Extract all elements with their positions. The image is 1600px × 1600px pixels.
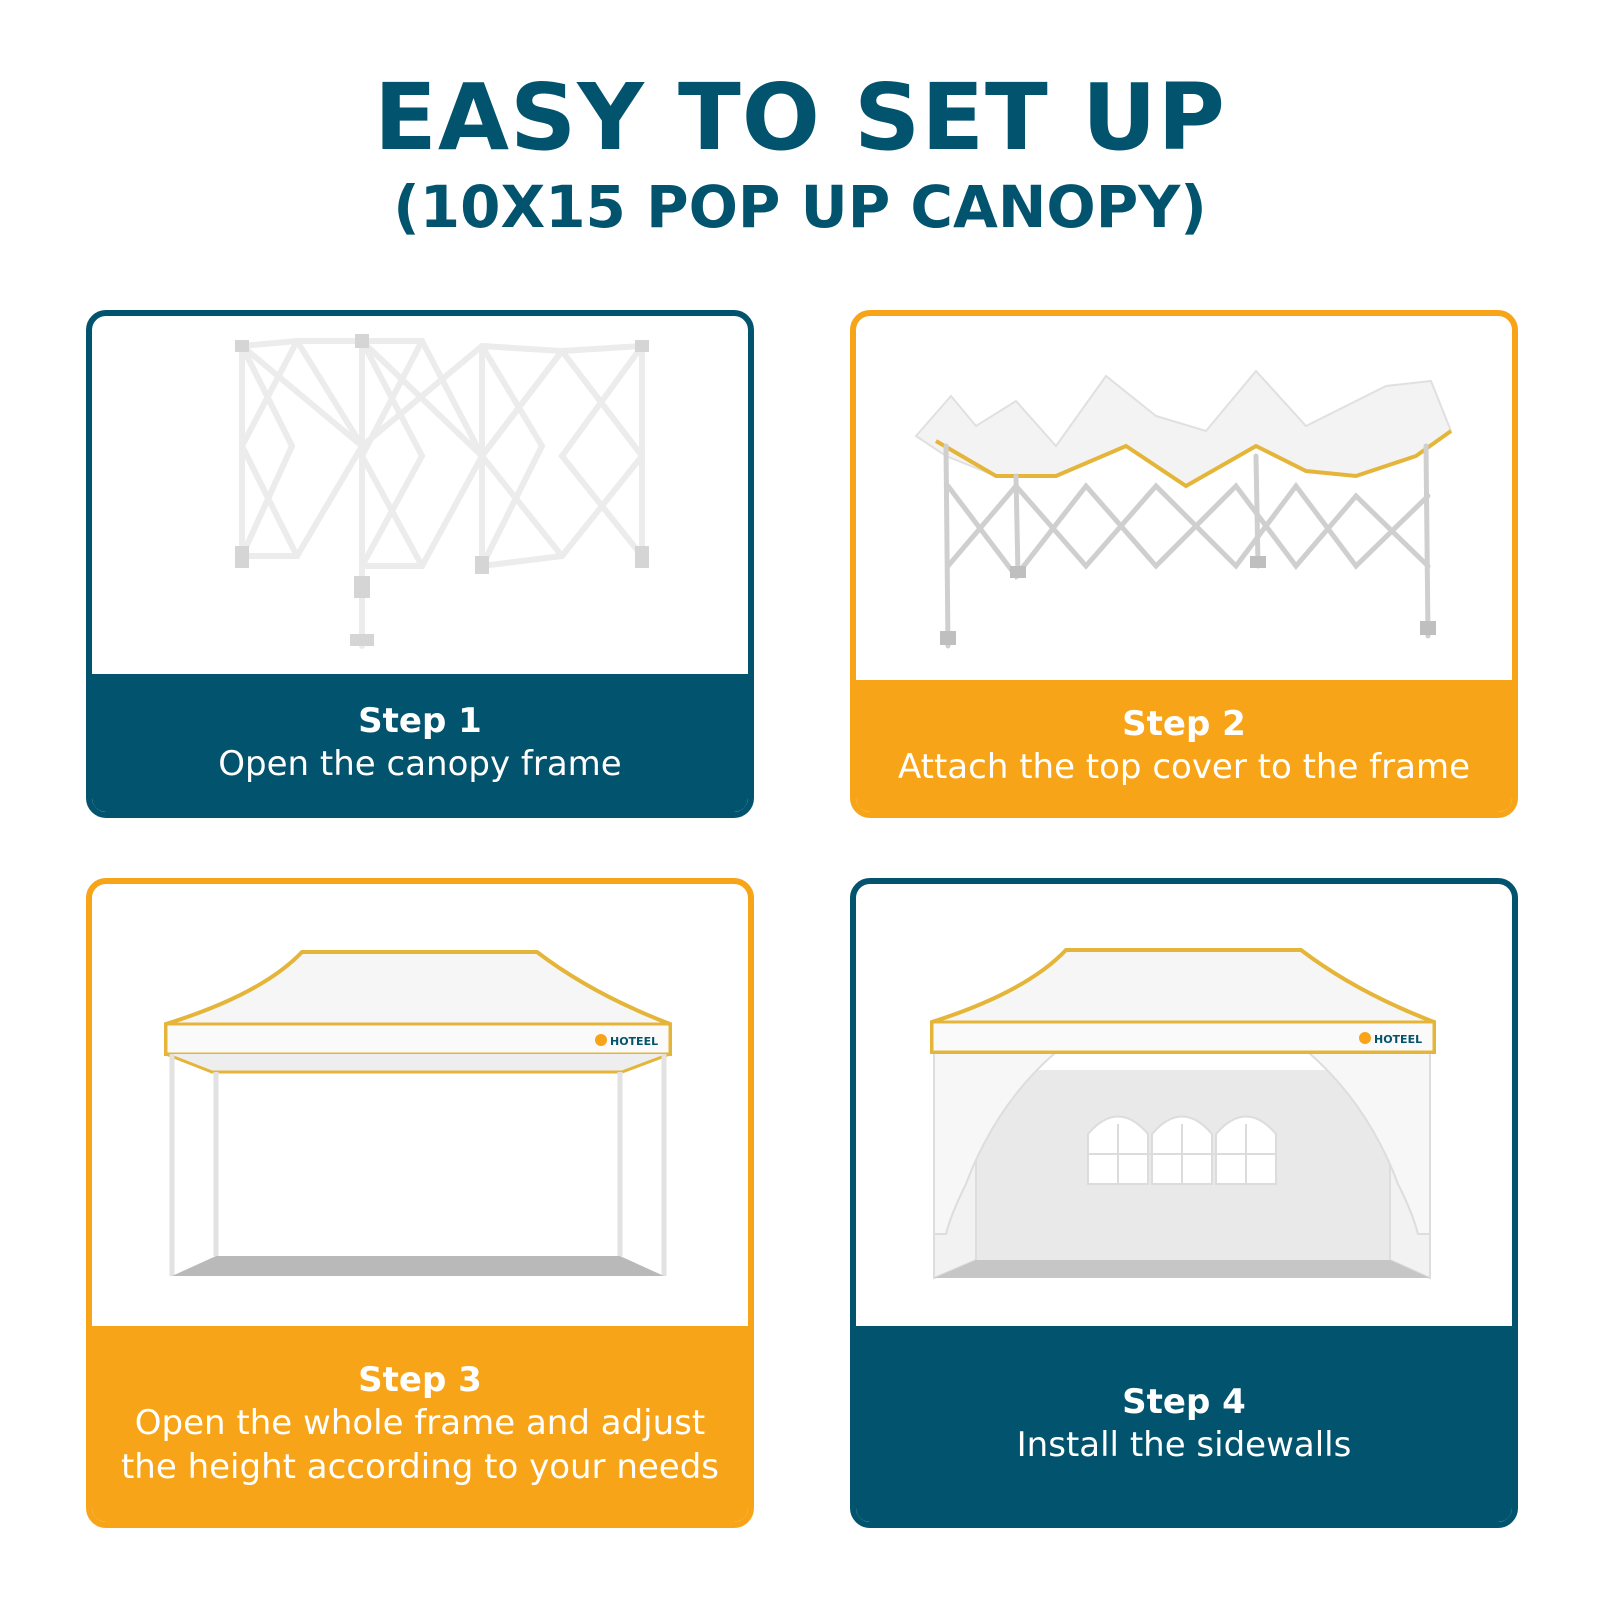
canopy-cover-icon (856, 316, 1512, 692)
step-description: Install the sidewalls (1016, 1425, 1352, 1466)
step-caption-3: Step 3 Open the whole frame and adjust t… (92, 1326, 748, 1522)
step-description: Open the canopy frame (218, 744, 622, 785)
page-title: EASY TO SET UP (374, 64, 1226, 171)
step-caption-2: Step 2 Attach the top cover to the frame (856, 680, 1512, 812)
step-caption-4: Step 4 Install the sidewalls (856, 1326, 1512, 1522)
step-card-4: HOTEEL Step 4 Install the sidewalls (850, 878, 1518, 1528)
step-label: Step 4 (1122, 1381, 1246, 1422)
step-card-1: Step 1 Open the canopy frame (86, 310, 754, 818)
canopy-sidewalls-icon: HOTEEL (856, 884, 1512, 1338)
page-subtitle: (10X15 POP UP CANOPY) (393, 173, 1207, 241)
step-card-2: Step 2 Attach the top cover to the frame (850, 310, 1518, 818)
step-card-3: HOTEEL Step 3 Open the whole frame and a… (86, 878, 754, 1528)
step-label: Step 1 (358, 700, 482, 741)
step-description: Attach the top cover to the frame (897, 747, 1471, 788)
step-caption-1: Step 1 Open the canopy frame (92, 674, 748, 812)
step-label: Step 3 (358, 1359, 482, 1400)
step-description: Open the whole frame and adjust the heig… (120, 1403, 720, 1488)
canopy-open-icon: HOTEEL (92, 884, 748, 1338)
brand-logo: HOTEEL (610, 1035, 658, 1048)
step-label: Step 2 (1122, 703, 1246, 744)
canopy-frame-icon (92, 316, 748, 686)
brand-logo: HOTEEL (1374, 1033, 1422, 1046)
